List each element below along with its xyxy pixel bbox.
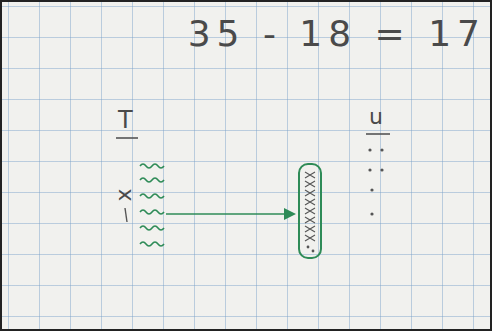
crossed-ten: x [113, 188, 135, 201]
pencil-mark [125, 208, 127, 222]
underline [116, 137, 138, 139]
arrow-line [166, 213, 286, 215]
ten-sticks [140, 164, 164, 246]
column-heading: u [369, 106, 383, 128]
equation: 35 - 18 = 17 [188, 16, 486, 52]
crossed-marks [305, 172, 315, 241]
underline [366, 133, 390, 135]
unit-dots [368, 148, 383, 215]
column-heading: T [118, 108, 133, 132]
ones-box [299, 164, 321, 258]
unit-dots [307, 246, 315, 253]
arrow-head [284, 208, 296, 220]
